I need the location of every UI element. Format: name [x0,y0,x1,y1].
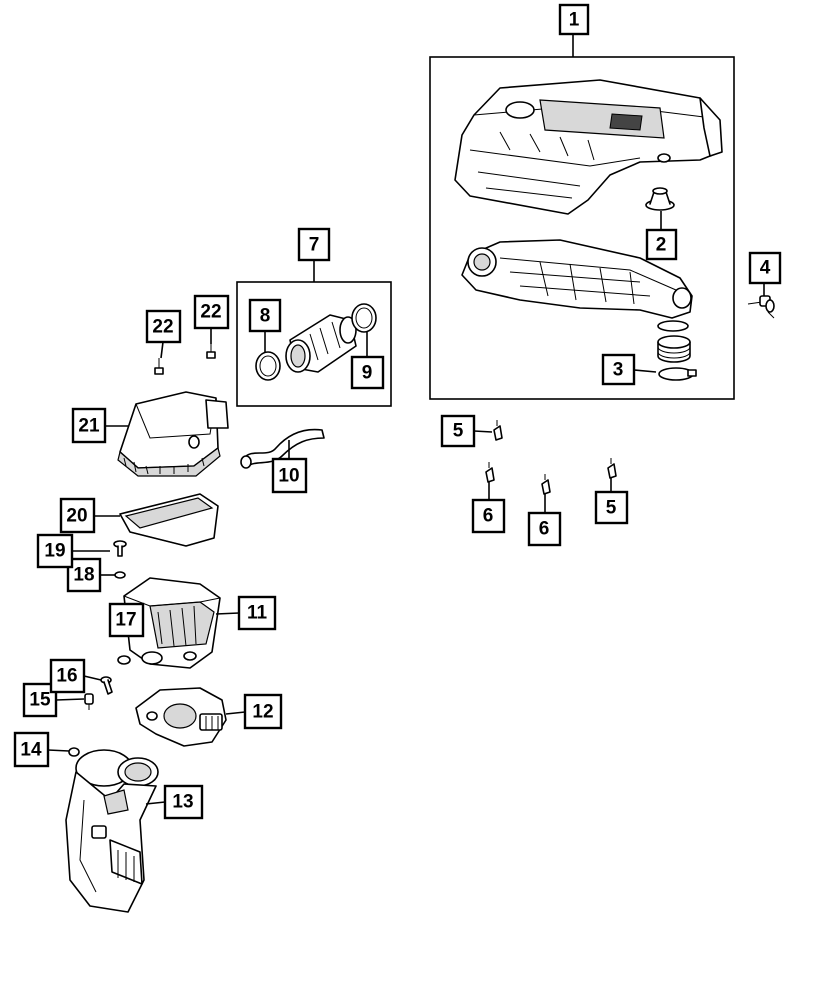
callout-18[interactable]: 18 [66,557,102,593]
callout-8[interactable]: 8 [248,298,282,333]
clamp-9[interactable] [351,303,377,333]
svg-text:11: 11 [247,603,268,624]
callout-5b[interactable]: 5 [594,490,629,525]
svg-text:22: 22 [152,317,173,338]
svg-text:13: 13 [172,792,193,813]
sensor-15[interactable] [84,693,94,710]
svg-text:21: 21 [78,416,100,437]
air-cleaner-housing[interactable] [123,577,221,669]
leader-14 [47,749,70,752]
callout-4[interactable]: 4 [748,251,782,285]
resonator-tray[interactable] [461,239,693,319]
svg-text:12: 12 [252,702,273,723]
svg-text:5: 5 [606,498,617,519]
leader-3 [633,369,657,373]
leader-5a [473,430,493,433]
clip-6b[interactable] [541,474,551,495]
svg-text:3: 3 [613,360,624,381]
group-frame-1 [429,56,735,400]
clip-5a[interactable] [493,420,503,441]
svg-text:18: 18 [73,565,94,586]
hose[interactable] [240,428,325,469]
svg-text:8: 8 [260,306,271,327]
callout-10[interactable]: 10 [271,457,308,494]
air-inlet-duct[interactable] [65,749,159,913]
svg-text:2: 2 [656,235,667,256]
callout-1[interactable]: 1 [558,3,590,36]
callout-3[interactable]: 3 [601,353,636,386]
callout-22a[interactable]: 22 [145,309,182,344]
callout-2[interactable]: 2 [645,228,678,261]
svg-text:7: 7 [309,235,320,256]
callout-7[interactable]: 7 [297,227,331,262]
clamp-8[interactable] [255,351,281,381]
svg-text:6: 6 [539,519,550,540]
svg-text:6: 6 [483,506,494,527]
svg-text:17: 17 [115,610,136,631]
nut-18[interactable] [114,571,126,579]
callout-17[interactable]: 17 [108,602,145,638]
callout-6a[interactable]: 6 [471,498,506,534]
callout-16[interactable]: 16 [49,658,86,694]
callout-11[interactable]: 11 [237,595,277,631]
svg-text:20: 20 [66,506,87,527]
callout-14[interactable]: 14 [13,731,50,768]
bracket[interactable] [135,687,227,747]
screw-22b[interactable] [206,344,216,359]
clip-5b[interactable] [607,458,617,479]
grommet-top[interactable] [645,187,675,211]
svg-text:22: 22 [200,302,221,323]
callout-21[interactable]: 21 [71,407,107,444]
screw-22a[interactable] [154,358,164,375]
coupler-clamp[interactable] [657,320,697,381]
callout-22b[interactable]: 22 [193,294,230,330]
leader-11 [215,612,240,615]
leader-15 [55,698,85,701]
air-filter-element[interactable] [119,493,219,547]
svg-text:15: 15 [29,690,51,711]
clean-air-duct[interactable] [285,314,357,373]
svg-text:9: 9 [362,363,373,384]
sensor-right[interactable] [747,295,775,319]
clip-6a[interactable] [485,462,495,483]
air-cleaner-cover[interactable] [117,391,229,477]
callout-20[interactable]: 20 [59,497,96,534]
bolt-19[interactable] [113,540,127,557]
callout-13[interactable]: 13 [163,784,204,820]
callout-9[interactable]: 9 [350,355,385,390]
svg-text:19: 19 [44,541,65,562]
bolt-16[interactable] [100,676,113,695]
svg-text:4: 4 [760,258,771,279]
callout-5a[interactable]: 5 [440,414,476,448]
svg-text:14: 14 [20,740,42,761]
nut-14[interactable] [68,747,80,757]
svg-text:5: 5 [453,421,464,442]
callout-12[interactable]: 12 [243,693,283,730]
leader-16 [83,675,102,681]
leader-12 [225,711,246,715]
svg-text:16: 16 [56,666,77,687]
callout-19[interactable]: 19 [36,533,74,569]
grommet-17[interactable] [117,655,131,665]
callout-6b[interactable]: 6 [527,511,562,547]
svg-text:1: 1 [569,10,580,31]
svg-text:10: 10 [278,466,299,487]
leader-13 [145,801,166,805]
engine-cover[interactable] [454,79,723,215]
leader-22a [160,341,164,359]
